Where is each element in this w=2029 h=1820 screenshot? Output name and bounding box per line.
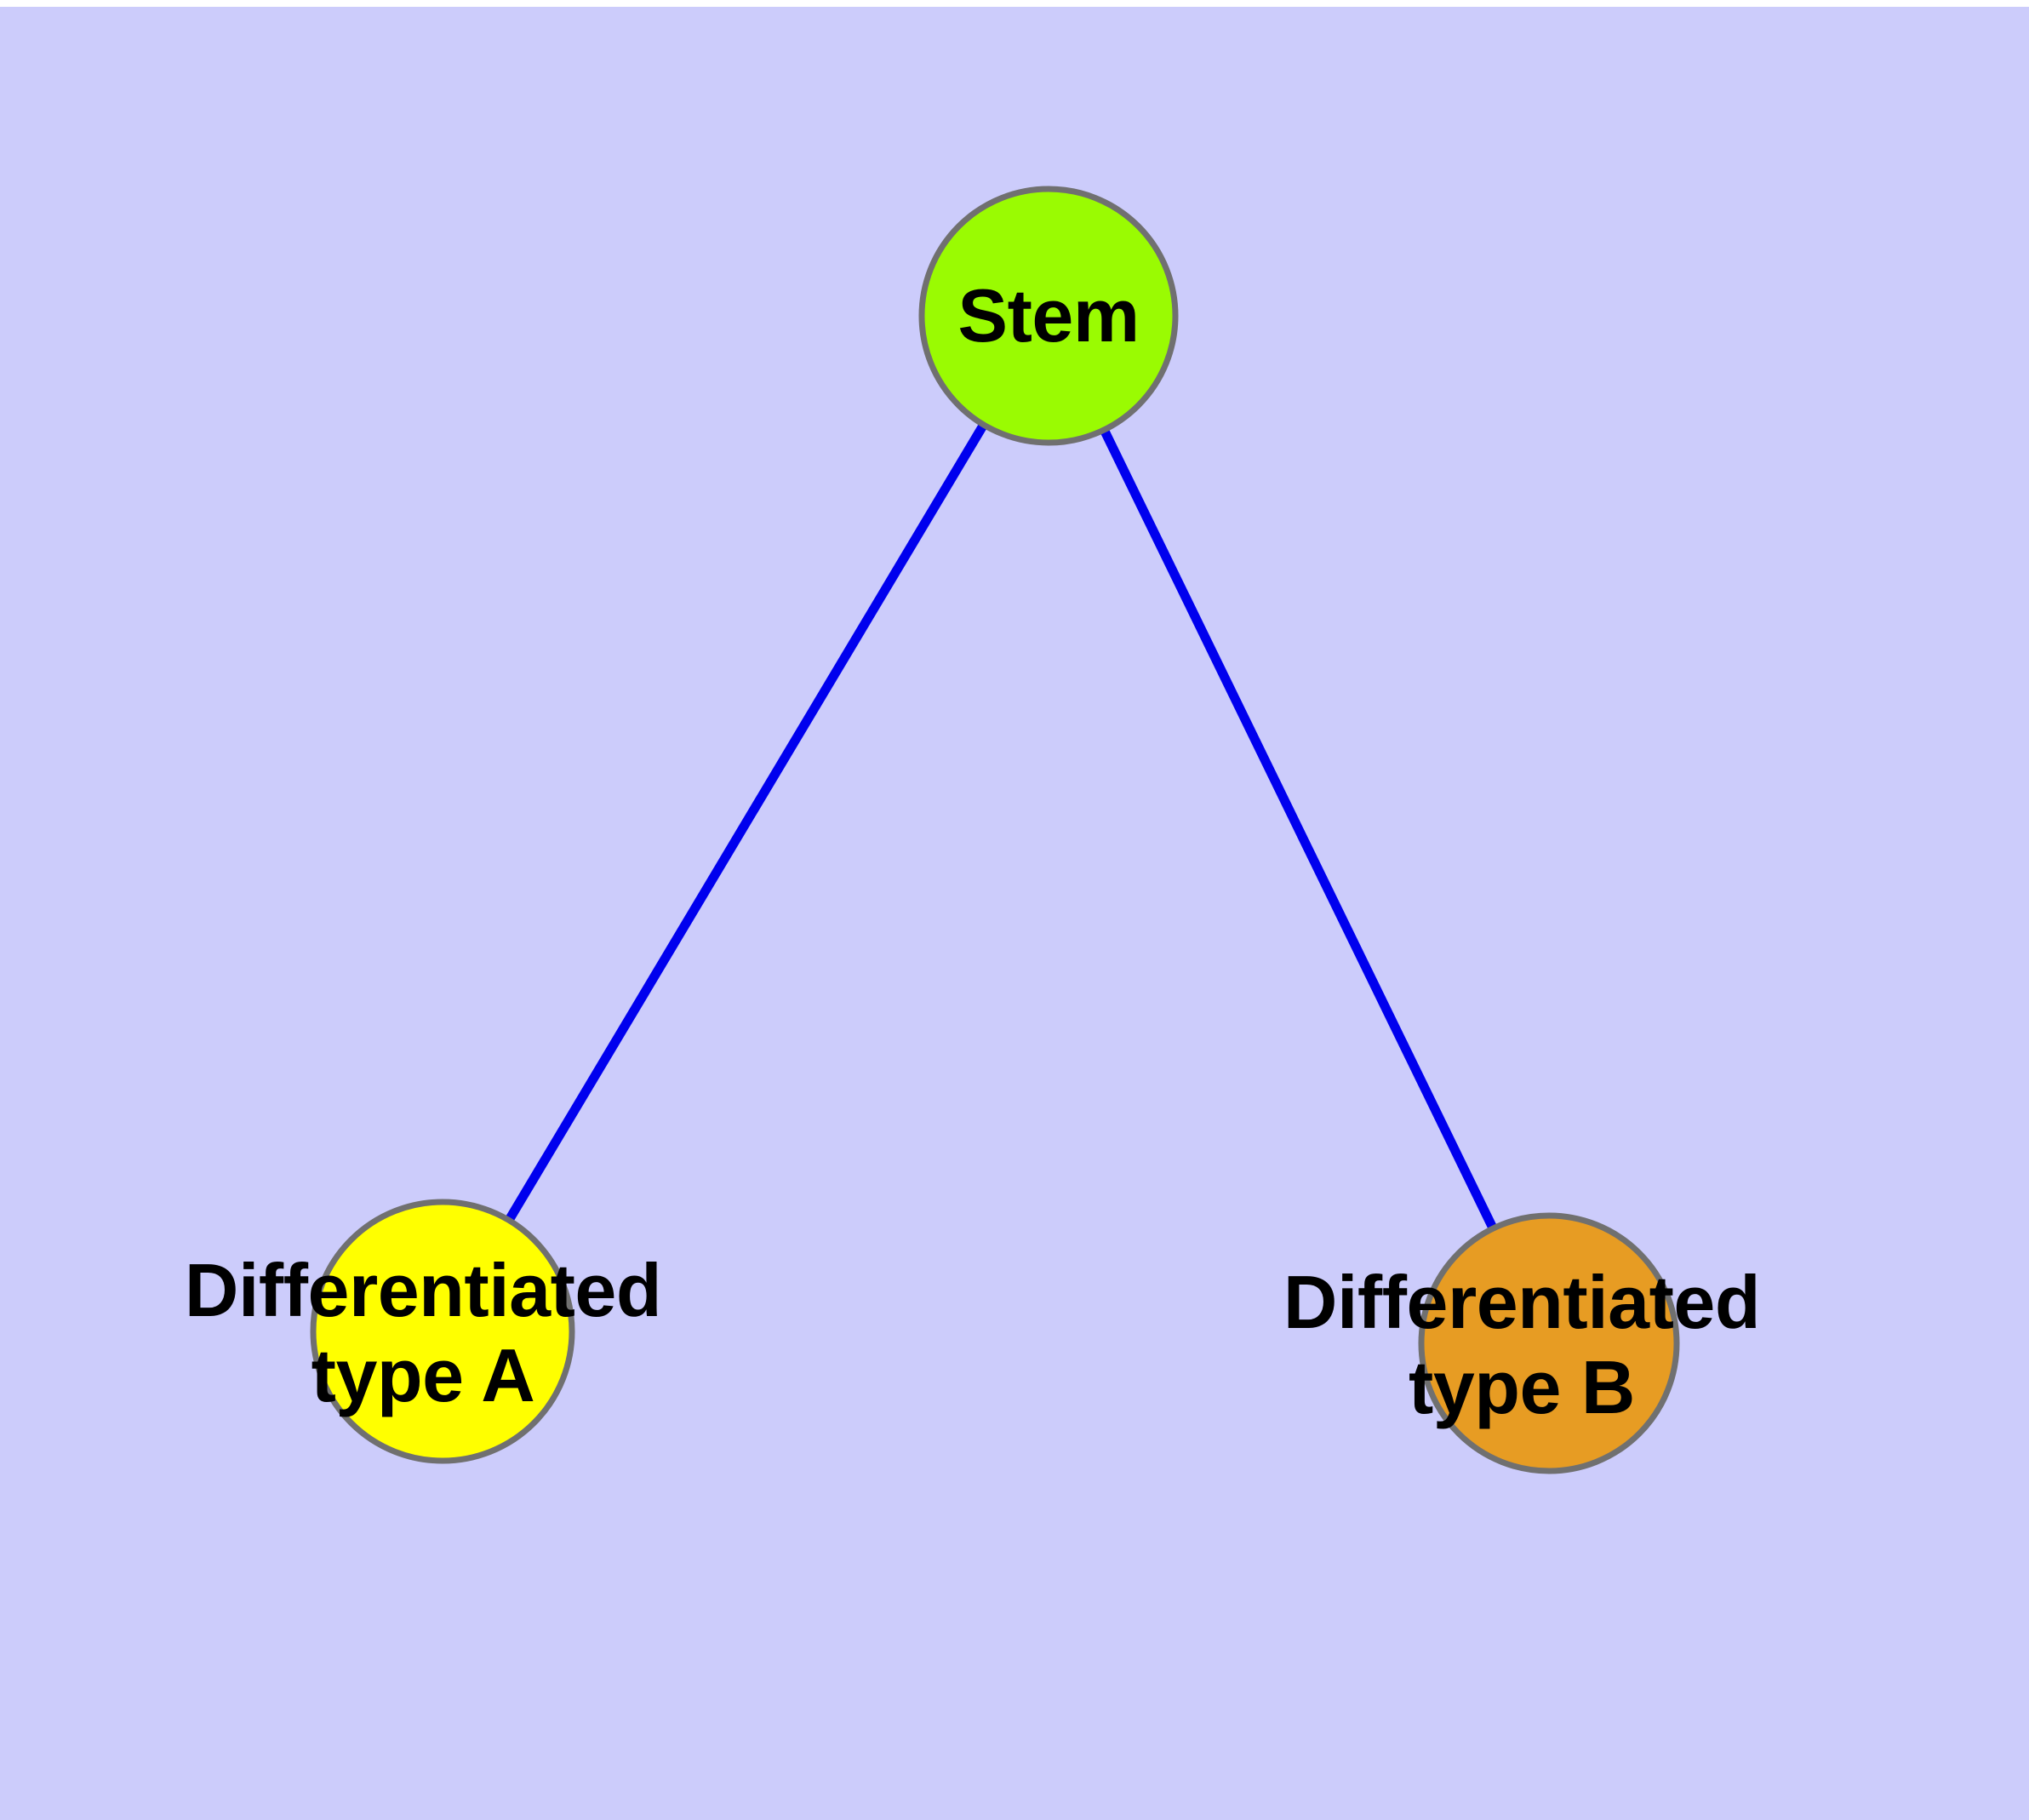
graph-node-stem[interactable]	[918, 186, 1179, 446]
graph-node-diff-a[interactable]	[310, 1199, 575, 1464]
graph-edge	[1044, 313, 1553, 1346]
graph-edge	[438, 313, 1053, 1334]
diagram-plot-area: Stem Differentiated type A Differentiate…	[0, 7, 2029, 1820]
graph-node-diff-b[interactable]	[1418, 1212, 1680, 1474]
nodes-layer	[310, 186, 1680, 1474]
edges-layer	[438, 313, 1553, 1346]
graph-svg	[310, 186, 1680, 1474]
